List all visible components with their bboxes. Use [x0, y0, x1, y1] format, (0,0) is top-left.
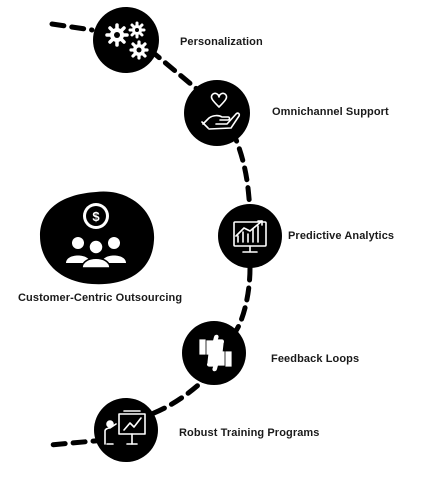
svg-text:$: $ [92, 209, 100, 224]
step-label-omnichannel: Omnichannel Support [272, 106, 389, 118]
step-label-predictive: Predictive Analytics [288, 230, 395, 242]
gears-icon [105, 21, 149, 60]
heart-hand-icon [201, 92, 241, 130]
analytics-monitor-icon [233, 220, 267, 253]
center-label: Customer-Centric Outsourcing [18, 292, 183, 304]
thumbs-up-down-icon [199, 334, 232, 372]
step-label-personalization: Personalization [180, 36, 263, 48]
presentation-trainer-icon [104, 410, 146, 445]
step-label-feedback: Feedback Loops [271, 353, 360, 365]
step-label-training: Robust Training Programs [179, 427, 320, 439]
